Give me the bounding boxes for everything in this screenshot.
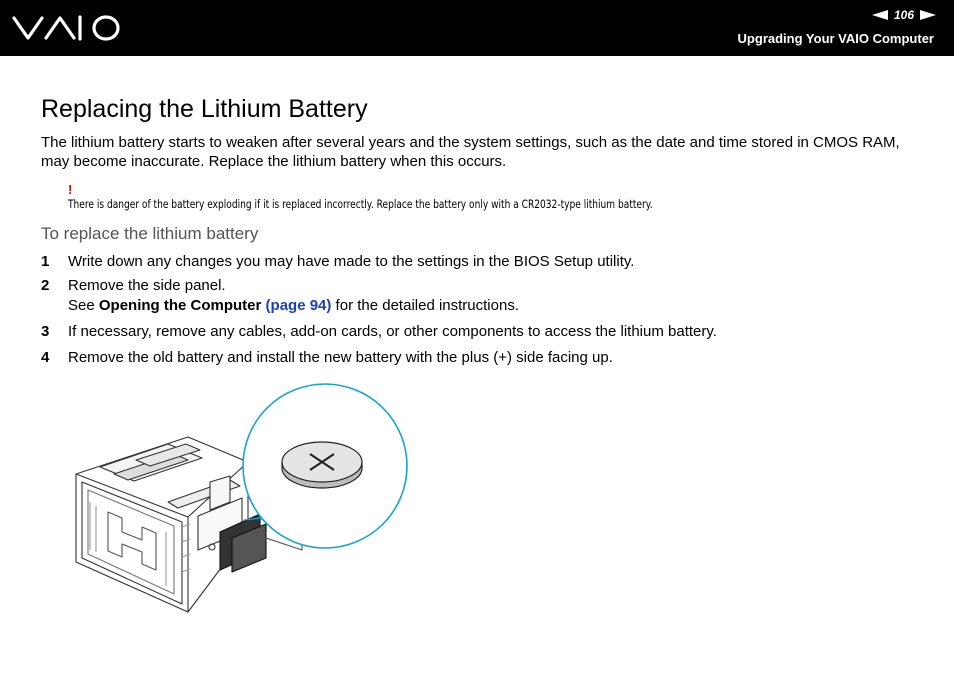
intro-paragraph: The lithium battery starts to weaken aft… [41, 134, 900, 170]
section-title: Upgrading Your VAIO Computer [737, 31, 934, 46]
magnifier-callout [242, 383, 408, 549]
step-text: Write down any changes you may have made… [68, 253, 635, 270]
step-number: 2 [41, 277, 50, 294]
vaio-logo [12, 15, 120, 41]
see-prefix: See [68, 297, 99, 314]
page-title: Replacing the Lithium Battery [41, 95, 368, 123]
page-navigation: 106 [871, 7, 936, 23]
computer-chassis-drawing [75, 436, 303, 613]
step-text: Remove the side panel. [68, 277, 226, 294]
page-94-link[interactable]: (page 94) [265, 297, 332, 314]
procedure-title: To replace the lithium battery [41, 224, 259, 243]
header-bar: 106 Upgrading Your VAIO Computer [0, 0, 954, 56]
coin-battery-icon [281, 441, 363, 489]
warning-icon: ! [68, 182, 73, 197]
step-number: 1 [41, 253, 50, 270]
step-number: 4 [41, 349, 50, 366]
step-see-line: See Opening the Computer (page 94) for t… [68, 296, 519, 316]
step-number: 3 [41, 323, 50, 340]
next-page-arrow-icon[interactable] [920, 10, 936, 20]
see-reference-title: Opening the Computer [98, 297, 262, 314]
step-text: If necessary, remove any cables, add-on … [68, 323, 717, 340]
warning-text: There is danger of the battery exploding… [68, 198, 653, 211]
see-suffix: for the detailed instructions. [331, 297, 519, 314]
page-number: 106 [893, 8, 914, 22]
battery-replacement-illustration [75, 383, 408, 613]
prev-page-arrow-icon[interactable] [871, 10, 888, 20]
step-text: Remove the old battery and install the n… [68, 349, 613, 366]
